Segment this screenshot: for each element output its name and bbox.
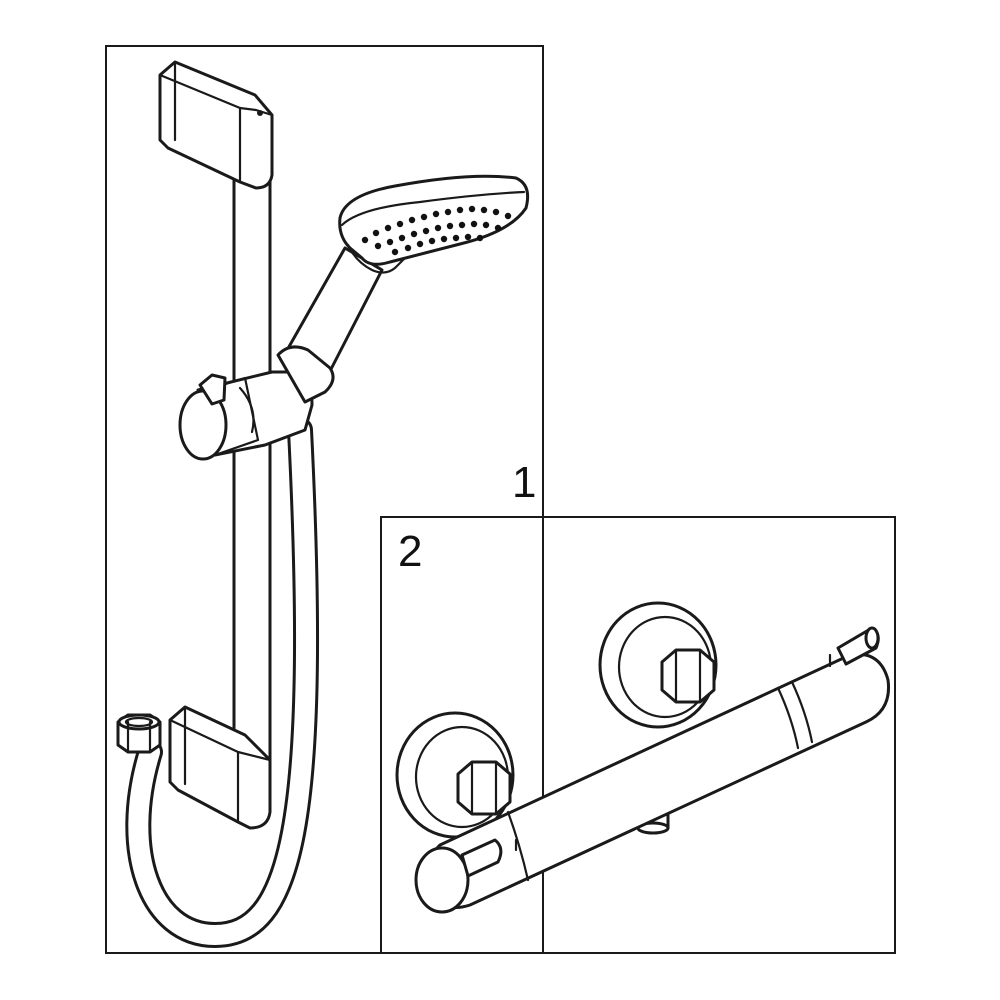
- flow-handle: [828, 626, 880, 668]
- panel-1-frame: [105, 45, 544, 954]
- spray-nozzles: [361, 205, 512, 256]
- slide-rail: [232, 163, 272, 807]
- wall-bracket-bottom: [168, 705, 272, 830]
- panel-2-label: 2: [398, 527, 422, 576]
- wall-bracket-top: [158, 60, 274, 190]
- panel-2-frame: [380, 516, 896, 954]
- temperature-handle: [414, 838, 518, 914]
- panel-1: 1: [105, 45, 544, 954]
- shower-hose: [116, 417, 320, 949]
- hand-shower: [284, 174, 530, 377]
- panel-1-label: 1: [512, 458, 536, 507]
- wall-rosette-right: [598, 601, 718, 729]
- wall-rosette-left: [395, 711, 515, 839]
- panel-2: 2: [380, 516, 896, 954]
- hose-nut: [116, 713, 162, 754]
- rail-slider-holder: [178, 345, 335, 461]
